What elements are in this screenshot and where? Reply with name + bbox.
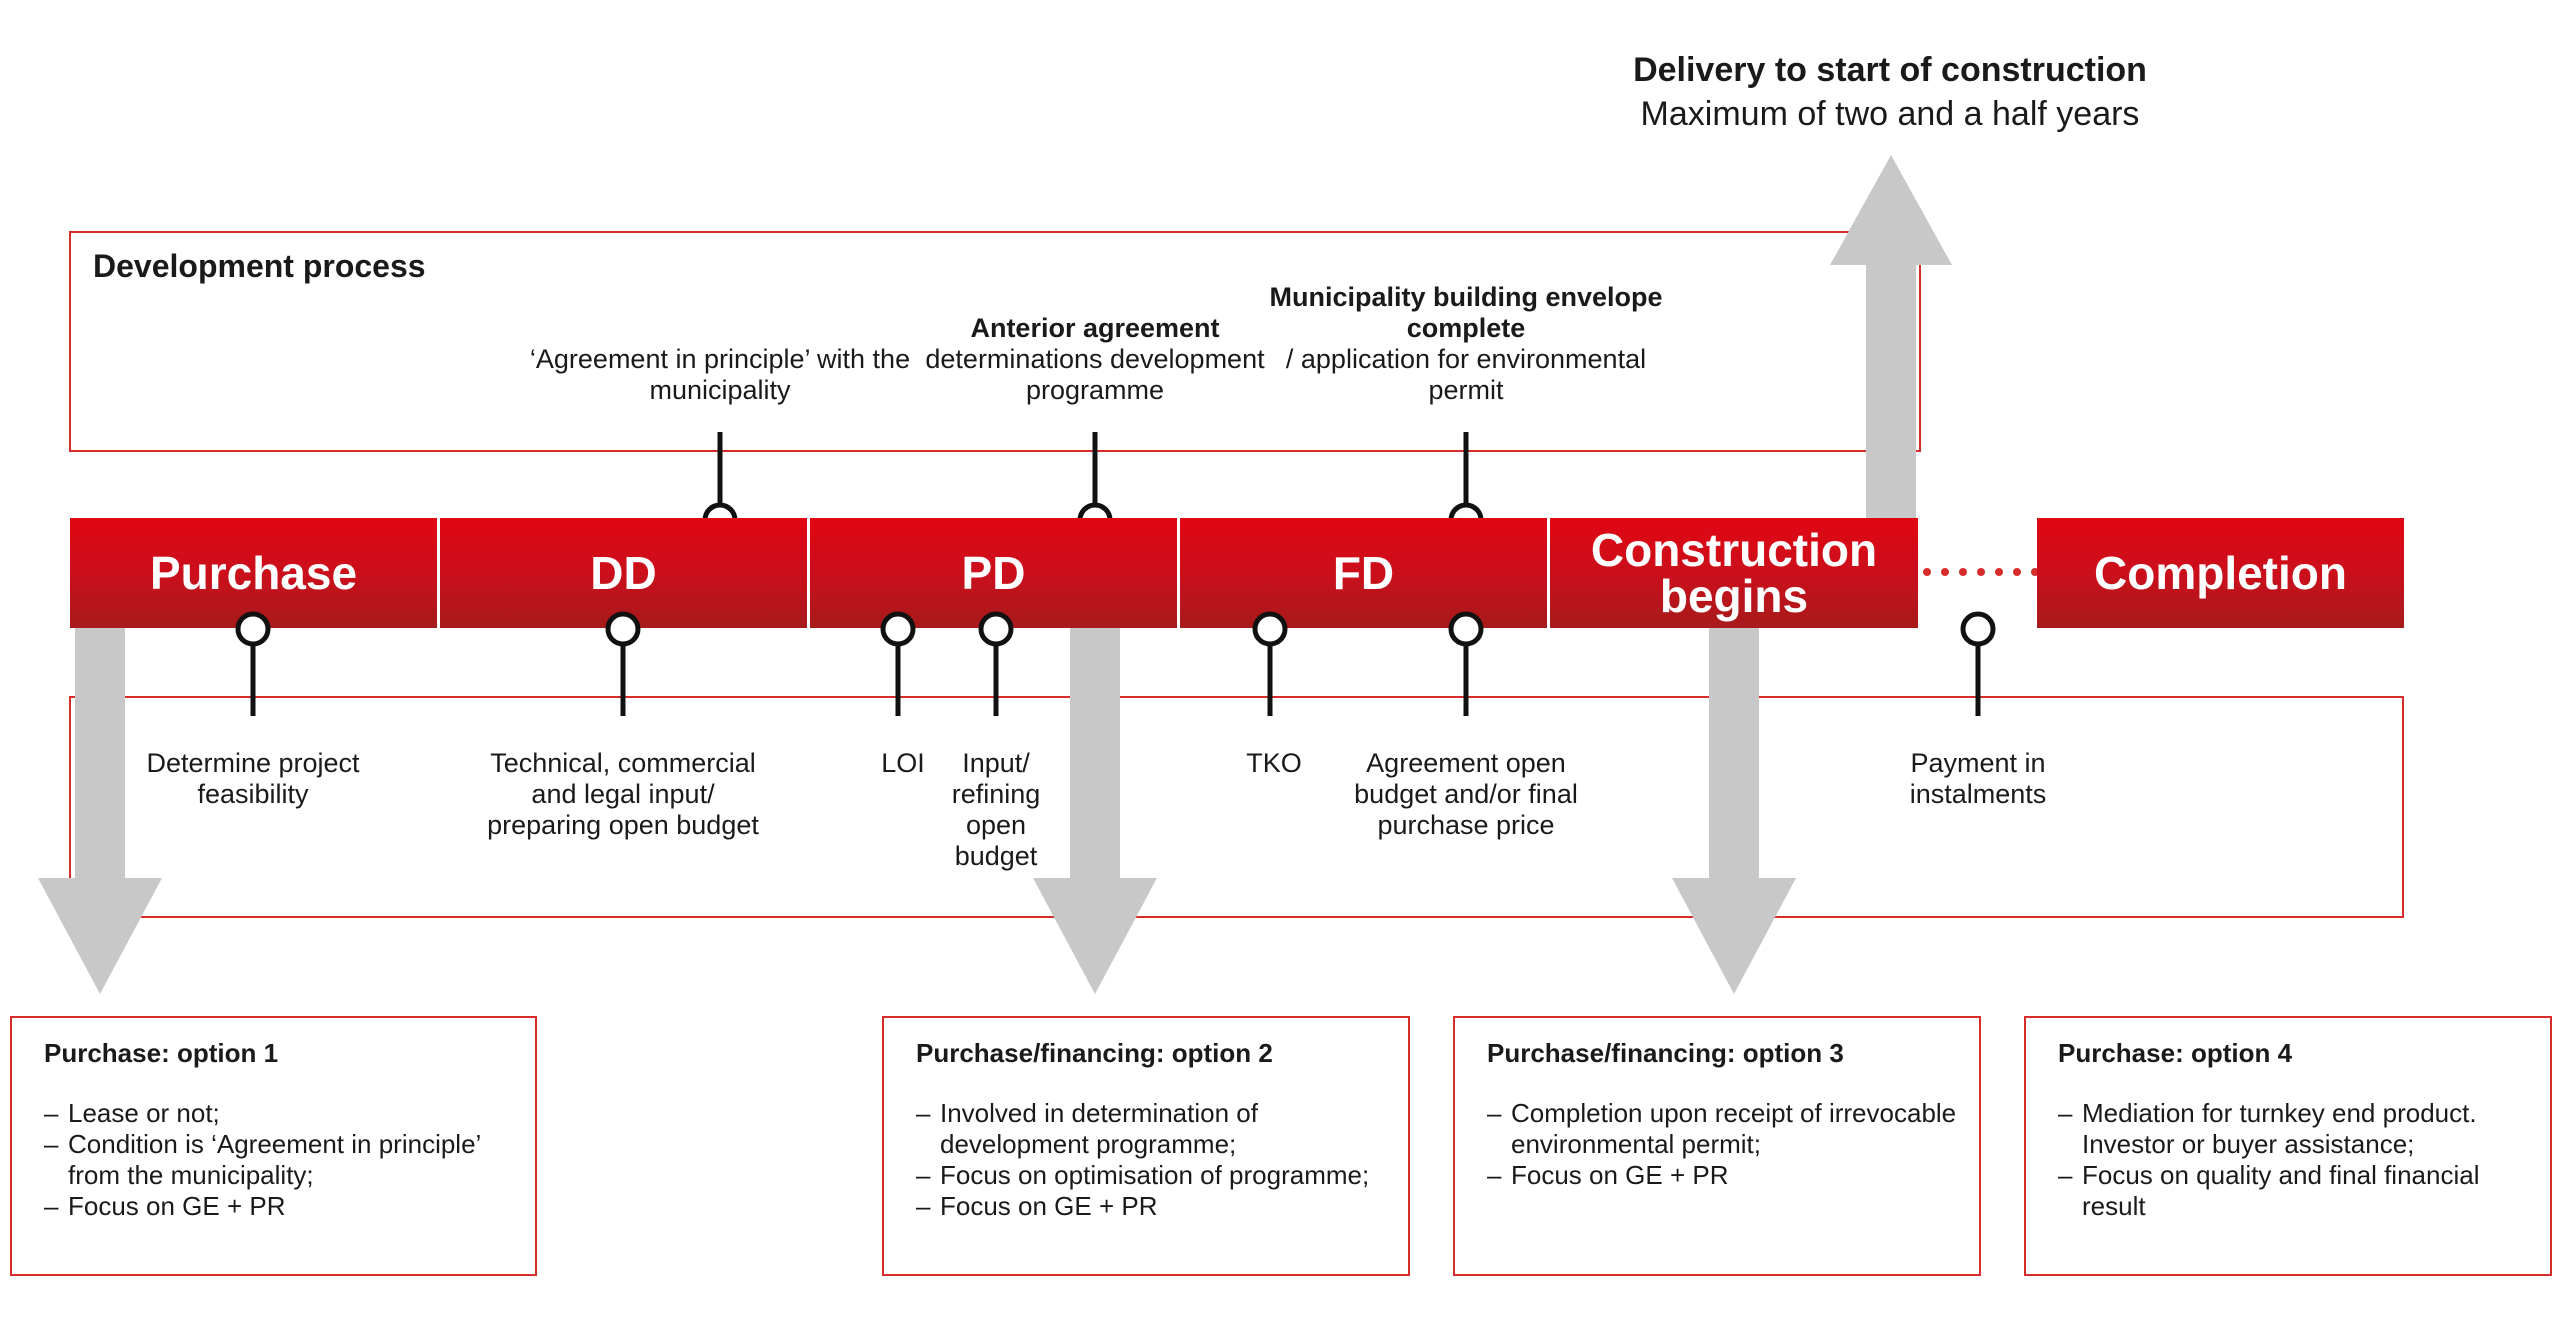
option-3-box: Purchase/financing: option 3 –Completion… [1453,1016,1981,1276]
option-item: –Focus on optimisation of programme; [916,1160,1370,1190]
option-title: Purchase/financing: option 3 [1487,1038,1844,1068]
option-title: Purchase: option 4 [2058,1038,2293,1068]
delivery-subtitle: Maximum of two and a half years [1640,95,2140,133]
milestone-text: ‘Agreement in principle’ with the munici… [529,344,911,405]
option-1-box: Purchase: option 1 –Lease or not; –Condi… [10,1016,537,1276]
milestone-text: determinations development programme [925,344,1265,405]
option-title: Purchase/financing: option 2 [916,1038,1273,1068]
option-list: –Lease or not; –Condition is ‘Agreement … [44,1098,519,1222]
milestone-municipality-envelope: Municipality building envelope complete … [1256,282,1676,406]
option-list: –Completion upon receipt of irrevocable … [1487,1098,1963,1191]
milestone-frame-bottom [69,696,2404,918]
phase-pd: PD [810,518,1177,628]
development-process-frame [69,231,1921,452]
pin-bottom-loi [880,611,916,716]
pin-bottom-tko [1252,611,1288,716]
option-3-down-arrow [1672,628,1796,994]
phase-purchase: Purchase [70,518,437,628]
milestone-bold: Municipality building envelope complete [1269,282,1663,343]
option-list: –Mediation for turnkey end product. Inve… [2058,1098,2534,1222]
option-item: –Lease or not; [44,1098,220,1128]
option-list: –Involved in determination of developmen… [916,1098,1392,1222]
pin-bottom-feasibility [235,611,271,716]
milestone-loi: LOI [881,748,925,778]
phase-fd: FD [1180,518,1547,628]
option-item: –Focus on GE + PR [1487,1160,1729,1190]
development-process-label: Development process [93,248,426,284]
option-item: –Mediation for turnkey end product. Inve… [2058,1098,2477,1159]
pin-bottom-payment [1960,611,1996,716]
delivery-header: Delivery to start of construction Maximu… [1500,48,2280,136]
pin-bottom-agreement-open-budget [1448,611,1484,716]
phase-construction-begins: Construction begins [1550,518,1918,628]
option-2-box: Purchase/financing: option 2 –Involved i… [882,1016,1410,1276]
option-4-box: Purchase: option 4 –Mediation for turnke… [2024,1016,2552,1276]
delivery-title: Delivery to start of construction [1633,51,2147,89]
option-item: –Focus on GE + PR [44,1191,286,1221]
pin-bottom-technical [605,611,641,716]
milestone-text: / application for environmental permit [1285,344,1647,405]
milestone-anterior-agreement: Anterior agreement determinations develo… [885,313,1305,406]
milestone-technical-input: Technical, commercial and legal input/ p… [487,748,759,840]
milestone-refining-budget: Input/ refining open budget [951,748,1041,871]
delivery-up-arrow [1830,155,1952,520]
milestone-bold: Anterior agreement [970,313,1220,343]
option-item: –Focus on quality and final financial re… [2058,1160,2480,1221]
milestone-determine-feasibility: Determine project feasibility [146,748,360,809]
option-title: Purchase: option 1 [44,1038,279,1068]
phase-dd: DD [440,518,807,628]
option-item: –Focus on GE + PR [916,1191,1158,1221]
option-item: –Completion upon receipt of irrevocable … [1487,1098,1957,1159]
milestone-tko: TKO [1246,748,1302,778]
option-1-down-arrow [38,628,162,994]
option-item: –Condition is ‘Agreement in principle’ f… [44,1129,481,1190]
pin-bottom-input [978,611,1014,716]
milestone-payment-instalments: Payment in instalments [1909,748,2047,809]
option-2-down-arrow [1033,628,1157,994]
option-item: –Involved in determination of developmen… [916,1098,1258,1159]
milestone-agreement-open-budget: Agreement open budget and/or final purch… [1354,748,1578,840]
milestone-agreement-in-principle: ‘Agreement in principle’ with the munici… [510,344,930,406]
phase-completion: Completion [2037,518,2404,628]
